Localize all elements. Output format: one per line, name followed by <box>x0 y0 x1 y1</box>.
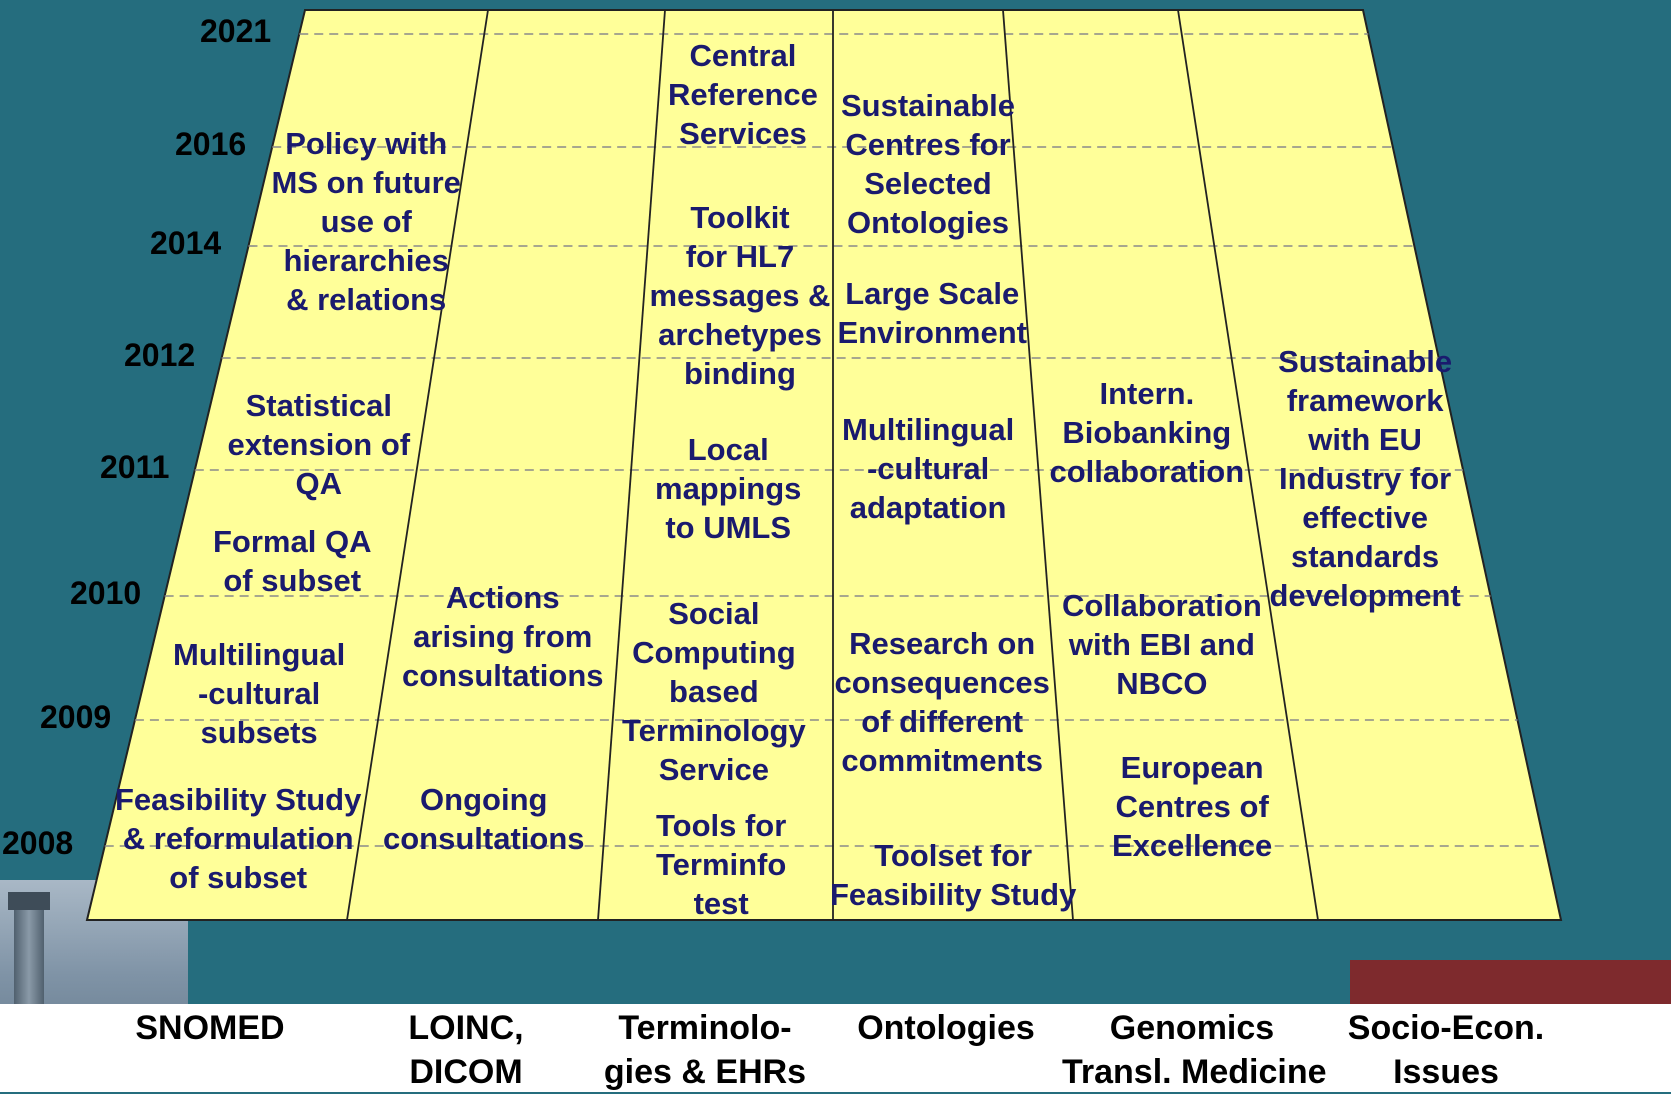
roadmap-cell-text: Multilingual -cultural adaptation <box>842 412 1015 525</box>
column-label-band <box>0 1004 1671 1092</box>
roadmap-cell-text: Toolset for Feasibility Study <box>830 838 1077 912</box>
logo-mark <box>1350 960 1671 1010</box>
roadmap-cell-text: Ongoing consultations <box>383 782 585 856</box>
year-label: 2009 <box>40 699 112 735</box>
roadmap-trapezoid <box>85 9 1563 921</box>
roadmap-cell-text: Collaboration with EBI and NBCO <box>1062 588 1262 701</box>
column-divider <box>1177 9 1319 921</box>
roadmap-cell-text: Central Reference Services <box>668 38 818 151</box>
column-label: SNOMED <box>135 1009 285 1047</box>
year-label: 2016 <box>175 126 247 162</box>
column-label: Genomics Transl. Medicine <box>1062 1009 1327 1091</box>
roadmap-cell-text: Actions arising from consultations <box>402 580 604 693</box>
year-label: 2010 <box>70 575 142 611</box>
roadmap-cell-text: Sustainable Centres for Selected Ontolog… <box>841 88 1015 240</box>
column-label: Ontologies <box>857 1009 1035 1047</box>
year-label: 2014 <box>150 225 222 261</box>
roadmap-cell-text: Policy with MS on future use of hierarch… <box>271 126 461 317</box>
year-label: 2012 <box>124 337 196 373</box>
roadmap-cell-text: Feasibility Study & reformulation of sub… <box>115 782 362 895</box>
year-label: 2008 <box>2 825 74 861</box>
roadmap-cell-text: European Centres of Excellence <box>1112 750 1273 863</box>
column-label: Socio-Econ. Issues <box>1347 1009 1545 1091</box>
roadmap-cell-text: Large Scale Environment <box>837 276 1027 350</box>
roadmap-cell-text: Toolkit for HL7 messages & archetypes bi… <box>649 200 831 391</box>
year-label: 2011 <box>100 449 170 485</box>
column-label: Terminolo- gies & EHRs <box>603 1009 807 1091</box>
roadmap-cell-text: Local mappings to UMLS <box>655 432 802 545</box>
column-divider <box>1002 9 1074 921</box>
roadmap-cell-text: Tools for Terminfo test <box>656 808 787 921</box>
roadmap-cell-text: Research on consequences of different co… <box>834 626 1050 778</box>
roadmap-cell-text: Statistical extension of QA <box>227 388 411 501</box>
roadmap-cell-text: Formal QA of subset <box>213 524 372 598</box>
roadmap-cell-text: Intern. Biobanking collaboration <box>1049 376 1245 489</box>
column-divider <box>597 9 666 921</box>
column-label: LOINC, DICOM <box>408 1009 524 1091</box>
roadmap-cell-text: Social Computing based Terminology Servi… <box>622 596 806 787</box>
column-divider <box>346 9 489 921</box>
year-label: 2021 <box>200 13 272 49</box>
roadmap-cell-text: Sustainable framework with EU Industry f… <box>1269 344 1461 613</box>
roadmap-cell-text: Multilingual -cultural subsets <box>173 637 346 750</box>
